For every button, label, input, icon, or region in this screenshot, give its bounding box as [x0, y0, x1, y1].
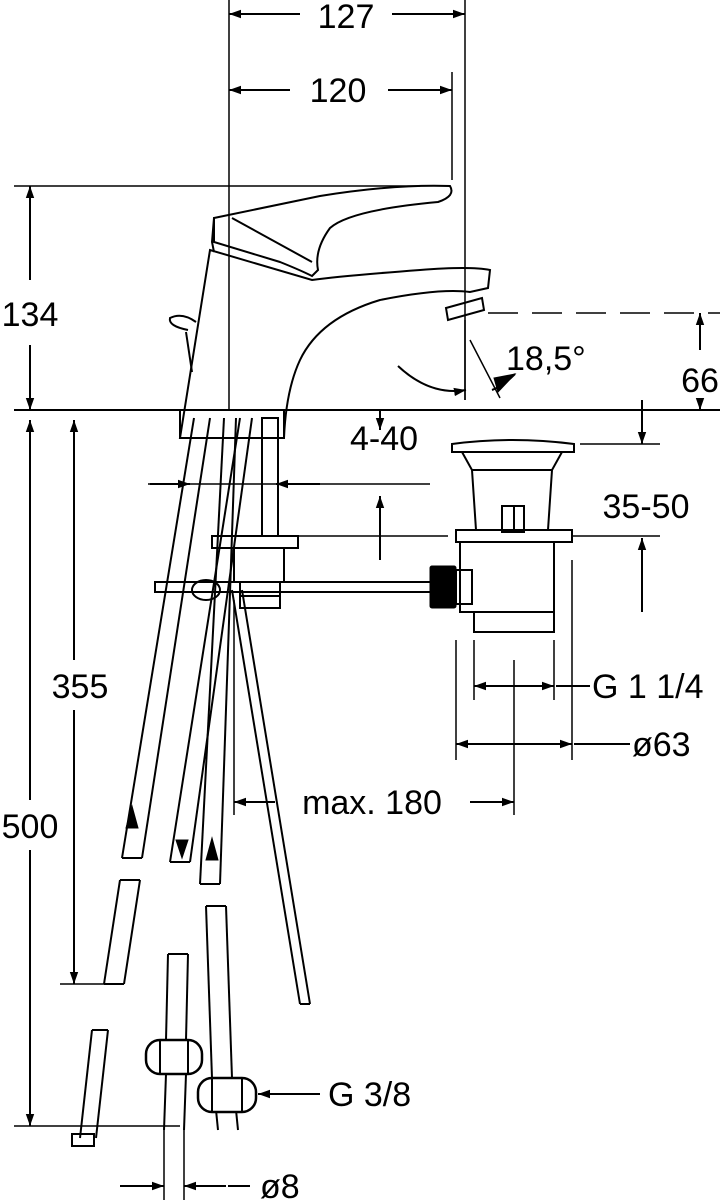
dim-hose-diameter: ø8	[120, 1130, 300, 1200]
dim-width-spout: 120	[229, 72, 453, 180]
height-spout-label: 66	[681, 362, 719, 400]
deck-thickness-label: 4-40	[350, 420, 418, 458]
dim-drain-offset: 35-50	[572, 400, 689, 612]
drain-rod	[154, 565, 473, 609]
dim-drain-diameter: ø63	[455, 560, 691, 815]
hose-diameter-label: ø8	[260, 1168, 300, 1200]
mounting-shank	[211, 417, 448, 609]
height-body-label: 134	[2, 296, 59, 334]
width-spout-label: 120	[310, 72, 367, 110]
dim-height-body: 134	[2, 185, 420, 410]
drain-assembly	[451, 439, 575, 633]
dim-width-overall: 127	[228, 0, 466, 410]
dim-hose-long: 500	[2, 420, 180, 1127]
hoses	[71, 417, 311, 1147]
drain-diameter-label: ø63	[632, 726, 691, 764]
max-distance-label: max. 180	[302, 784, 442, 822]
drain-thread-label: G 1 1/4	[592, 668, 704, 706]
angle-label: 18,5°	[506, 340, 586, 378]
dim-hose-short: 355	[52, 420, 109, 985]
dim-drain-thread: G 1 1/4	[473, 640, 704, 706]
dim-connection-thread: G 3/8	[258, 1076, 411, 1114]
dim-height-spout: 66	[488, 312, 720, 410]
dim-deck-thickness: 4-40	[148, 410, 430, 560]
drain-offset-label: 35-50	[603, 488, 690, 526]
width-overall-label: 127	[318, 0, 375, 36]
connection-thread-label: G 3/8	[328, 1076, 411, 1114]
hose-long-label: 500	[2, 808, 59, 846]
faucet-body	[168, 184, 492, 439]
hose-short-label: 355	[52, 668, 109, 706]
dim-max-distance: max. 180	[233, 600, 514, 822]
dim-angle: 18,5°	[397, 320, 586, 400]
